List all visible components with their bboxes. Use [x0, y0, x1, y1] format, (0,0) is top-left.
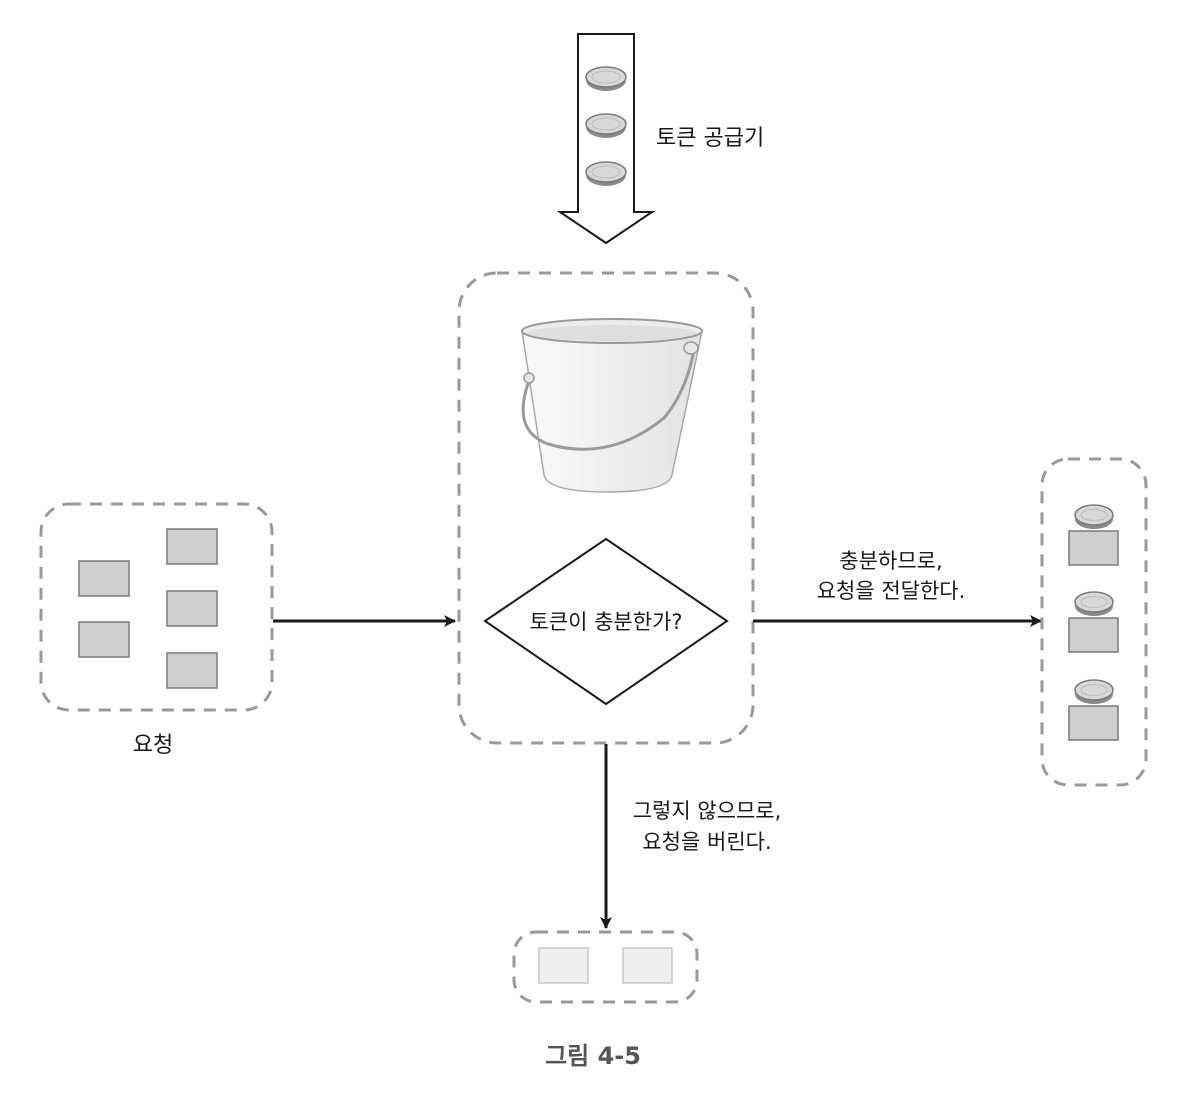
incoming-requests-border	[39, 502, 274, 712]
request-box	[78, 560, 130, 597]
decision-label: 토큰이 충분한가?	[529, 610, 682, 634]
request-box	[78, 621, 130, 658]
decision-diamond: 토큰이 충분한가?	[483, 537, 729, 706]
requests-label: 요청	[133, 733, 173, 758]
request-box	[166, 590, 218, 627]
supplier-token-3	[585, 161, 627, 186]
request-box	[166, 528, 218, 565]
token-supplier: 토큰 공급기	[556, 33, 764, 245]
dropped-requests-group	[512, 930, 699, 1004]
dropped-requests-border	[512, 930, 699, 1004]
forward-label-line1: 충분하므로,	[839, 549, 942, 573]
down-arrow-icon	[556, 33, 656, 245]
incoming-requests-group: 요청	[39, 502, 274, 758]
forwarded-request	[1068, 504, 1119, 566]
drop-label-line1: 그렇지 않으므로,	[633, 799, 782, 823]
dropped-request-box	[622, 947, 673, 984]
request-box	[166, 652, 218, 689]
bucket-icon	[521, 318, 703, 493]
diamond-decision-icon	[483, 537, 729, 706]
forwarded-request	[1068, 591, 1119, 653]
bucket-container: 토큰이 충분한가?	[457, 271, 755, 745]
forward-label-line2: 요청을 전달한다.	[817, 579, 966, 603]
forwarded-requests-group	[1040, 457, 1148, 787]
dropped-request-box	[538, 947, 589, 984]
forwarded-requests-border	[1040, 457, 1148, 787]
forwarded-request	[1068, 679, 1119, 741]
drop-label-line2: 요청을 버린다.	[642, 830, 771, 854]
token-supplier-label: 토큰 공급기	[656, 126, 764, 151]
supplier-token-1	[585, 66, 627, 91]
figure-caption: 그림 4-5	[545, 1042, 641, 1070]
supplier-token-2	[585, 113, 627, 138]
bucket-container-border	[457, 271, 755, 745]
